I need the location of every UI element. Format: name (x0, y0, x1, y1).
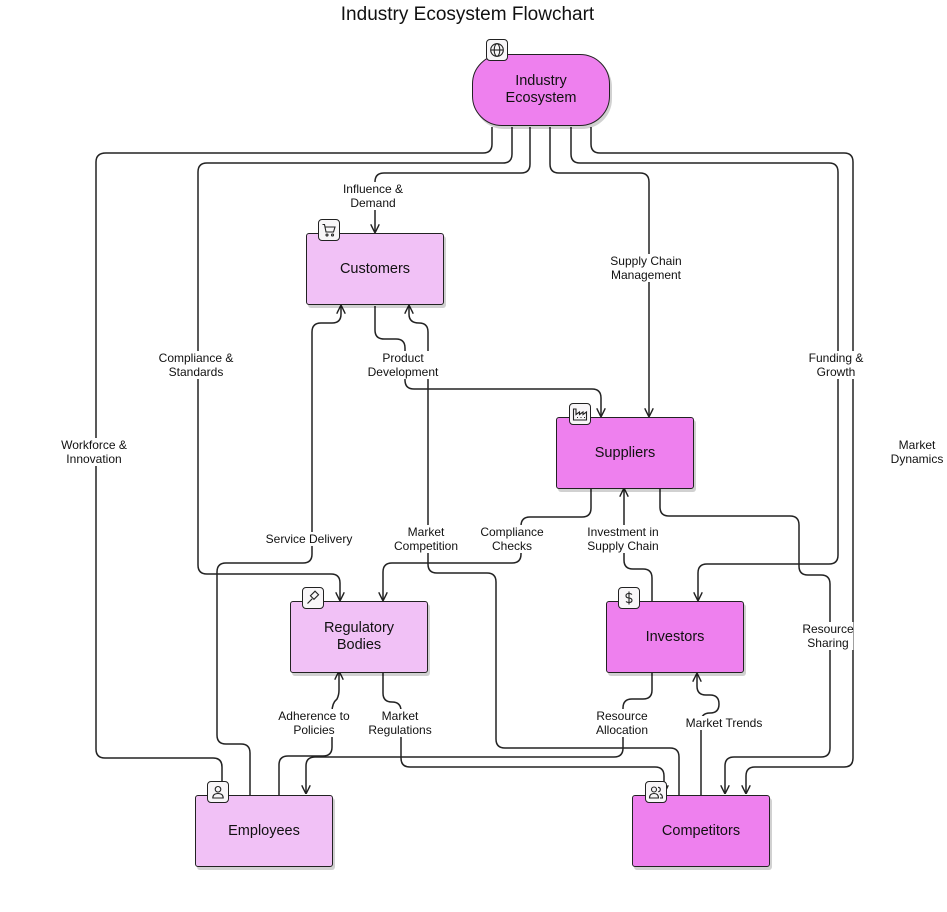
edge-market-regulations (382, 673, 664, 793)
node-employees-label: Employees (228, 822, 300, 839)
edge-market-dynamics (590, 127, 854, 793)
globe-icon (486, 39, 508, 61)
edge-label-influence-demand: Influence & Demand (342, 182, 404, 210)
edge-label-market-dynamics: Market Dynamics (890, 438, 944, 466)
edge-label-resource-allocation: Resource Allocation (595, 709, 649, 737)
edge-label-product-development: Product Development (367, 351, 439, 379)
node-industry-ecosystem-label: Industry Ecosystem (505, 73, 577, 106)
edge-label-compliance-checks: Compliance Checks (480, 525, 544, 553)
edge-market-trends (697, 674, 720, 795)
node-regulatory-bodies[interactable]: Regulatory Bodies (290, 601, 428, 673)
edge-label-adherence-policies: Adherence to Policies (278, 709, 350, 737)
diagram-title: Industry Ecosystem Flowchart (340, 4, 595, 25)
node-industry-ecosystem[interactable]: Industry Ecosystem (472, 54, 610, 126)
edge-investment-supply-chain (624, 489, 653, 601)
node-investors-label: Investors (645, 628, 705, 645)
users-icon (645, 781, 667, 803)
edge-label-market-competition: Market Competition (393, 525, 459, 553)
edge-label-compliance-standards: Compliance & Standards (158, 351, 234, 379)
node-customers-label: Customers (339, 260, 411, 277)
edge-label-market-trends: Market Trends (685, 716, 763, 730)
edge-label-funding-growth: Funding & Growth (808, 351, 864, 379)
shopping-cart-icon (318, 219, 340, 241)
node-competitors[interactable]: Competitors (632, 795, 770, 867)
edge-label-resource-sharing: Resource Sharing (802, 622, 854, 650)
edge-supply-chain-management (549, 127, 649, 416)
edge-label-market-regulations: Market Regulations (368, 709, 432, 737)
node-suppliers[interactable]: Suppliers (556, 417, 694, 489)
edge-market-competition (409, 306, 680, 795)
edge-service-delivery (216, 306, 341, 795)
node-competitors-label: Competitors (661, 822, 741, 839)
dollar-icon (618, 587, 640, 609)
gavel-icon (302, 587, 324, 609)
user-icon (207, 781, 229, 803)
node-investors[interactable]: Investors (606, 601, 744, 673)
edge-resource-sharing (659, 489, 831, 793)
factory-icon (569, 403, 591, 425)
edge-label-investment-supply-chain: Investment in Supply Chain (587, 525, 659, 553)
edge-label-service-delivery: Service Delivery (265, 532, 353, 546)
edge-influence-demand (375, 127, 531, 232)
edge-adherence-policies (278, 672, 339, 795)
node-employees[interactable]: Employees (195, 795, 333, 867)
edge-label-supply-chain-management: Supply Chain Management (610, 254, 682, 282)
edge-label-workforce-innovation: Workforce & Innovation (61, 438, 127, 466)
node-regulatory-bodies-label: Regulatory Bodies (323, 620, 395, 653)
node-customers[interactable]: Customers (306, 233, 444, 305)
node-suppliers-label: Suppliers (594, 444, 656, 461)
edge-workforce-innovation (95, 127, 493, 793)
